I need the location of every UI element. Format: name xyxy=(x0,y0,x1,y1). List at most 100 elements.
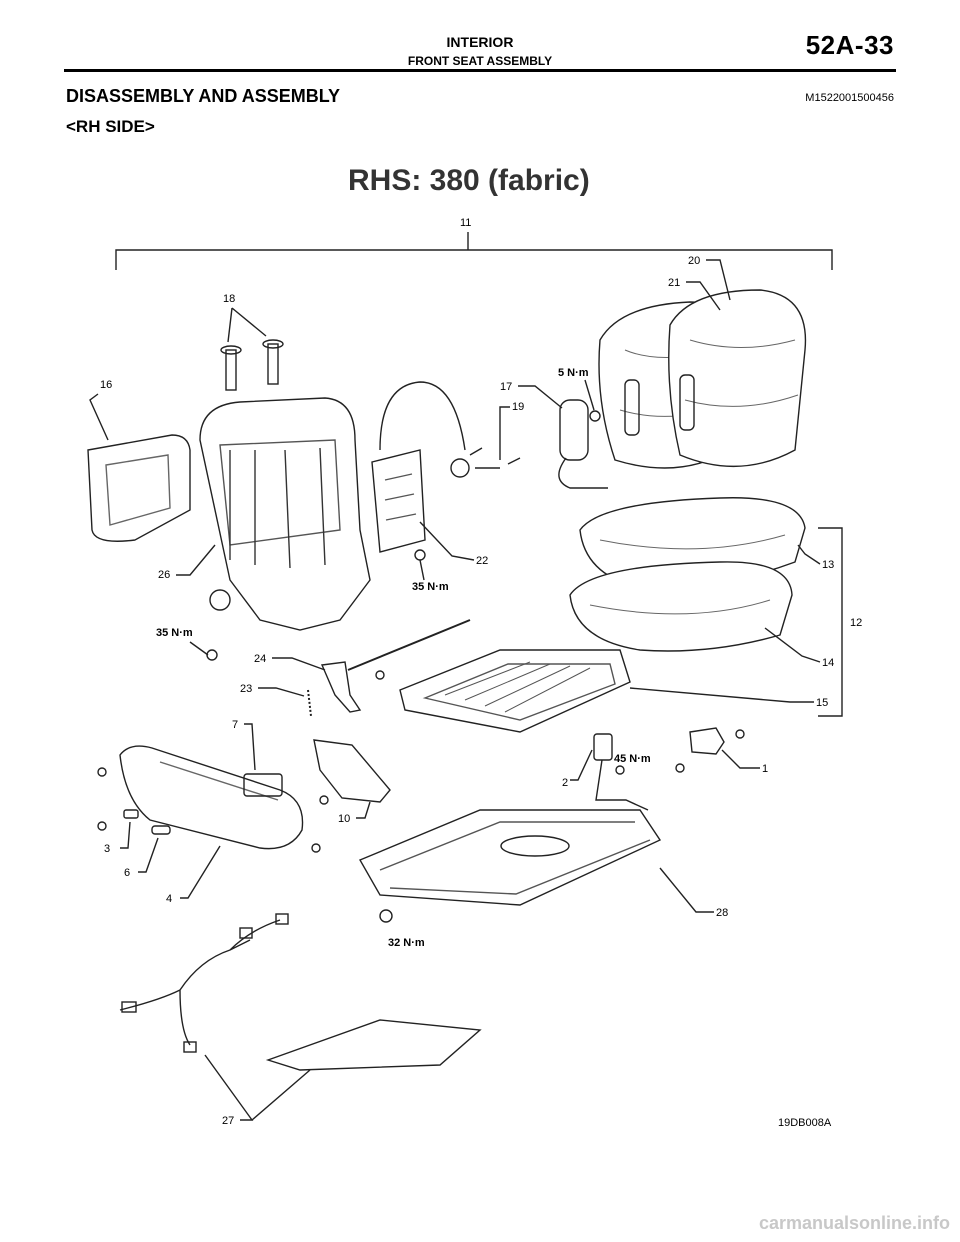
leader-13 xyxy=(797,544,821,565)
bracket-11 xyxy=(115,249,833,270)
leader-21 xyxy=(686,281,721,311)
return-spring-23 xyxy=(307,689,312,717)
track-nut xyxy=(379,909,393,923)
label-10: 10 xyxy=(338,813,350,825)
side-shield-4 xyxy=(119,745,304,850)
subtitle: <RH SIDE> xyxy=(66,117,155,136)
leader-3 xyxy=(120,821,131,849)
buckle-bolt xyxy=(615,765,625,775)
leader-23 xyxy=(258,687,305,697)
label-26: 26 xyxy=(158,569,170,581)
leader-22 xyxy=(419,521,475,561)
document-id: M1522001500456 xyxy=(805,92,894,104)
guide-cap-right xyxy=(262,339,284,349)
label-18: 18 xyxy=(223,293,235,305)
label-19: 19 xyxy=(512,401,524,413)
recliner-pivot xyxy=(209,589,231,611)
pan-inner xyxy=(422,663,616,721)
leader-4 xyxy=(180,845,221,899)
label-13: 13 xyxy=(822,559,834,571)
label-24: 24 xyxy=(254,653,266,665)
leader-17 xyxy=(518,385,563,409)
buckle-wire xyxy=(595,759,649,811)
label-15: 15 xyxy=(816,697,828,709)
label-23: 23 xyxy=(240,683,252,695)
label-27: 27 xyxy=(222,1115,234,1127)
figure-heading: RHS: 380 (fabric) xyxy=(348,164,590,197)
harness-connector-b xyxy=(183,1041,197,1053)
cushion-13-stitch xyxy=(599,534,786,550)
bracket-screw xyxy=(319,795,329,805)
seatback-board-16 xyxy=(87,434,191,542)
bracket-12 xyxy=(818,527,843,717)
leader-6 xyxy=(138,837,159,873)
header-rule xyxy=(64,69,896,72)
label-28: 28 xyxy=(716,907,728,919)
header-section: INTERIOR xyxy=(446,34,514,50)
frame-wires xyxy=(229,447,326,569)
leader-35nm-b xyxy=(189,641,209,656)
leader-7 xyxy=(244,723,256,771)
shield-screw-a xyxy=(97,767,107,777)
cable-screws xyxy=(469,447,521,465)
lever-bolt xyxy=(375,670,385,680)
label-14: 14 xyxy=(822,657,834,669)
lumbar-bolt xyxy=(414,549,426,561)
belt-cover-1 xyxy=(689,727,725,755)
board-inner xyxy=(105,454,171,526)
seat-track-28 xyxy=(358,809,662,906)
leader-5nm xyxy=(584,379,595,411)
leader-28 xyxy=(659,867,714,913)
pan-springs xyxy=(444,661,591,713)
airbag-nut xyxy=(589,410,601,422)
leader-26 xyxy=(176,544,216,576)
header-subsection: FRONT SEAT ASSEMBLY xyxy=(407,54,553,68)
lumbar-support-22 xyxy=(371,449,426,553)
cover-screw xyxy=(735,729,745,739)
leader-18 xyxy=(227,307,267,343)
leader-27 xyxy=(204,1054,311,1121)
label-12: 12 xyxy=(850,617,862,629)
label-1: 1 xyxy=(762,763,768,775)
recliner-rod xyxy=(347,619,471,671)
figure-code: 19DB008A xyxy=(778,1117,832,1129)
exploded-seat-diagram: RHS: 380 (fabric) 11 21 20 17 5 N·m 19 xyxy=(87,164,862,1129)
label-3: 3 xyxy=(104,843,110,855)
leader-10 xyxy=(356,801,371,819)
label-22: 22 xyxy=(476,555,488,567)
leader-20 xyxy=(706,259,731,301)
seatback-frame-26 xyxy=(199,397,371,631)
shield-screw-b xyxy=(97,821,107,831)
knob-3 xyxy=(123,809,139,819)
section-title: DISASSEMBLY AND ASSEMBLY xyxy=(66,86,341,106)
track-rails xyxy=(379,821,651,895)
leader-2 xyxy=(570,749,593,781)
leader-16 xyxy=(89,393,109,441)
leader-1 xyxy=(721,749,760,769)
label-2: 2 xyxy=(562,777,568,789)
headrest-guide-right xyxy=(267,343,279,385)
headrest-guide-left xyxy=(225,349,237,391)
guide-cap-left xyxy=(220,345,242,355)
torque-35nm-a: 35 N·m xyxy=(412,581,449,593)
cushion-14-stitch xyxy=(589,599,771,615)
harness-connector-c xyxy=(239,927,253,939)
label-7: 7 xyxy=(232,719,238,731)
leader-15 xyxy=(629,687,814,703)
seatback-20-slot xyxy=(679,374,695,431)
seatbelt-buckle-2 xyxy=(593,733,613,761)
seat-pan-15 xyxy=(399,649,631,733)
seatback-21-slot xyxy=(624,379,640,436)
cover-screw-b xyxy=(675,763,685,773)
airbag-harness xyxy=(558,457,608,489)
label-6: 6 xyxy=(124,867,130,879)
lumbar-slats xyxy=(384,473,417,521)
shield-screw-c xyxy=(311,843,321,853)
leader-19 xyxy=(499,406,510,460)
footer-watermark: carmanualsonline.info xyxy=(758,1213,950,1233)
switch-bracket-10 xyxy=(313,739,391,803)
harness-connector-a xyxy=(121,1001,137,1013)
harness-bracket xyxy=(265,1019,482,1071)
power-switch-7 xyxy=(243,773,283,797)
label-21: 21 xyxy=(668,277,680,289)
